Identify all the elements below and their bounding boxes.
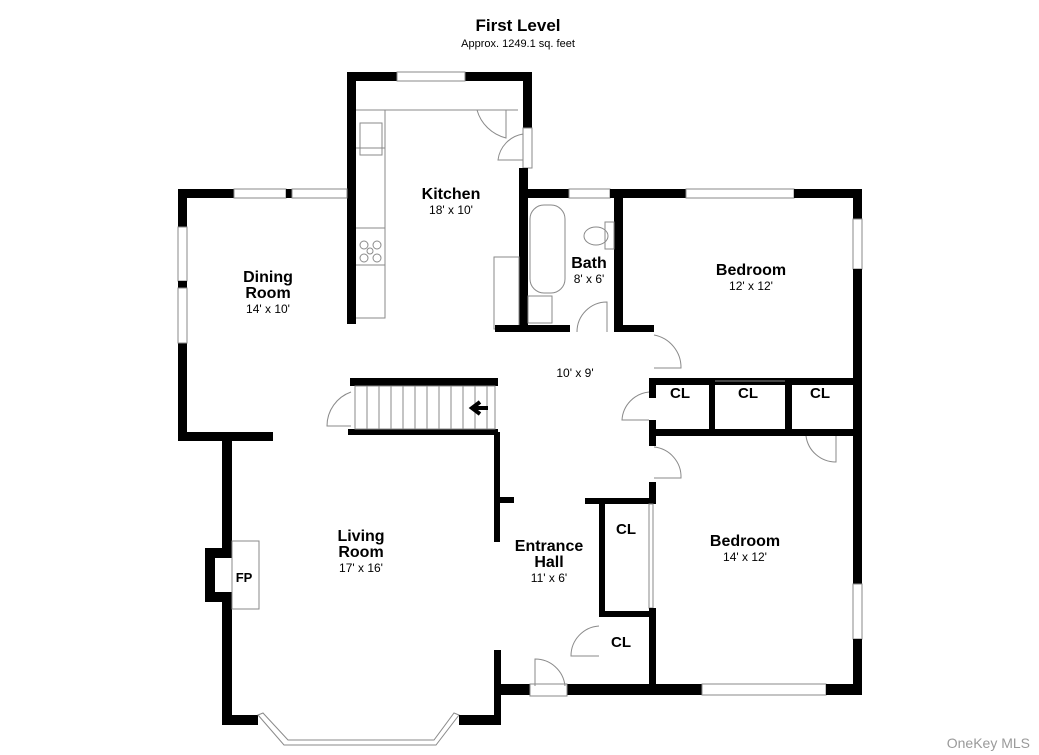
closet-wall bbox=[649, 378, 656, 398]
room-label-bedroom-1: Bedroom 12' x 12' bbox=[715, 262, 787, 293]
bath-sink-icon bbox=[527, 295, 553, 324]
closet-label: CL bbox=[611, 634, 631, 651]
bath-north-wall bbox=[519, 189, 569, 198]
dining-side-window bbox=[177, 287, 188, 344]
east-wall bbox=[853, 269, 862, 584]
staircase bbox=[354, 385, 496, 430]
kitchen-sink-icon bbox=[359, 122, 383, 156]
kitchen-window bbox=[396, 71, 466, 82]
sliding-closet-door bbox=[648, 503, 654, 609]
living-south-wall bbox=[459, 715, 501, 725]
room-label-hall: 10' x 9' bbox=[556, 366, 594, 380]
kitchen-north-wall bbox=[347, 72, 397, 81]
toilet-tank bbox=[604, 221, 615, 250]
bath-door-swing bbox=[576, 301, 608, 333]
dining-side-window bbox=[177, 226, 188, 282]
closet-wall bbox=[585, 498, 656, 504]
east-wall bbox=[853, 639, 862, 695]
closet-label: CL bbox=[810, 385, 830, 402]
room-label-entrance-hall: Entrance Hall 11' x 6' bbox=[514, 538, 584, 585]
closet-label: CL bbox=[616, 521, 636, 538]
dining-mullion bbox=[286, 189, 292, 198]
room-label-bath: Bath 8' x 6' bbox=[571, 255, 607, 286]
stair-north-wall bbox=[350, 378, 498, 386]
fireplace-wall bbox=[205, 592, 232, 602]
bedroom1-door-swing bbox=[653, 334, 682, 369]
closet-divider bbox=[709, 378, 715, 436]
stove-icon bbox=[359, 240, 382, 263]
living-west-wall bbox=[222, 432, 232, 552]
pantry-door-swing bbox=[476, 109, 507, 139]
south-wall bbox=[567, 684, 702, 695]
closet-door-swing bbox=[805, 435, 837, 463]
fireplace-wall bbox=[205, 548, 215, 602]
kitchen-west-wall bbox=[347, 72, 356, 324]
closet-label: CL bbox=[670, 385, 690, 402]
front-door-threshold bbox=[529, 683, 568, 697]
kitchen-east-wall bbox=[523, 72, 532, 128]
closet-door-swing bbox=[621, 391, 650, 421]
living-south-wall bbox=[222, 715, 258, 725]
bedroom-window bbox=[685, 188, 795, 199]
room-label-kitchen: Kitchen 18' x 10' bbox=[421, 186, 481, 217]
bedroom2-west-wall bbox=[649, 608, 656, 694]
fireplace-wall bbox=[205, 548, 232, 558]
watermark: OneKey MLS bbox=[946, 735, 1030, 751]
bathtub-icon bbox=[529, 204, 566, 294]
bedroom2-door-swing bbox=[653, 446, 682, 479]
hall-wall-stub bbox=[494, 497, 514, 503]
south-wall bbox=[826, 684, 862, 695]
closet-wall bbox=[599, 611, 655, 617]
stair-south-wall bbox=[348, 429, 498, 435]
closet-label: CL bbox=[738, 385, 758, 402]
kitchen-door-frame bbox=[522, 127, 533, 169]
kitchen-door-swing bbox=[497, 133, 524, 161]
refrigerator bbox=[493, 256, 520, 330]
dining-north-wall bbox=[178, 189, 234, 198]
closet-wall bbox=[649, 420, 656, 442]
closet-south-wall bbox=[649, 429, 862, 436]
dining-window bbox=[291, 188, 348, 199]
plan-title-block: First Level Approx. 1249.1 sq. feet bbox=[461, 16, 575, 50]
bedroom-south-wall bbox=[614, 325, 654, 332]
stair-closet-door-swing bbox=[326, 391, 352, 427]
entrance-south-wall bbox=[494, 684, 530, 695]
room-label-living: Living Room 17' x 16' bbox=[337, 528, 385, 575]
toilet-icon bbox=[583, 226, 609, 246]
bedroom2-west-wall bbox=[649, 436, 656, 446]
closet-door-swing bbox=[570, 625, 600, 657]
plan-title: First Level bbox=[475, 16, 561, 35]
front-door-swing bbox=[534, 658, 566, 687]
kitchen-north-wall bbox=[465, 72, 532, 81]
plan-area: Approx. 1249.1 sq. feet bbox=[461, 38, 575, 50]
bay-window bbox=[257, 712, 460, 746]
bedroom2-window bbox=[701, 683, 827, 696]
stair-direction-arrow-icon bbox=[468, 400, 488, 416]
kitchen-counter bbox=[356, 109, 518, 319]
room-label-dining: Dining Room 14' x 10' bbox=[243, 269, 293, 316]
closet-wall bbox=[599, 498, 605, 616]
closet-divider bbox=[785, 378, 792, 436]
dining-mullion bbox=[178, 281, 187, 288]
bedroom-side-window bbox=[852, 218, 863, 270]
bedroom2-side-window bbox=[852, 583, 863, 640]
bath-east-wall bbox=[614, 198, 623, 330]
bath-window bbox=[568, 188, 611, 199]
room-label-bedroom-2: Bedroom 14' x 12' bbox=[709, 533, 781, 564]
bath-south-wall bbox=[495, 325, 570, 332]
dining-window bbox=[233, 188, 287, 199]
bath-west-wall bbox=[519, 168, 528, 330]
fireplace-label: FP bbox=[235, 570, 253, 585]
bedroom-north-wall bbox=[794, 189, 862, 198]
hall-west-wall bbox=[494, 432, 500, 542]
bedroom-north-wall bbox=[610, 189, 686, 198]
east-wall bbox=[853, 189, 862, 219]
fireplace-hearth bbox=[231, 540, 260, 610]
bedroom2-west-wall bbox=[649, 482, 656, 504]
living-west-wall bbox=[222, 592, 232, 724]
